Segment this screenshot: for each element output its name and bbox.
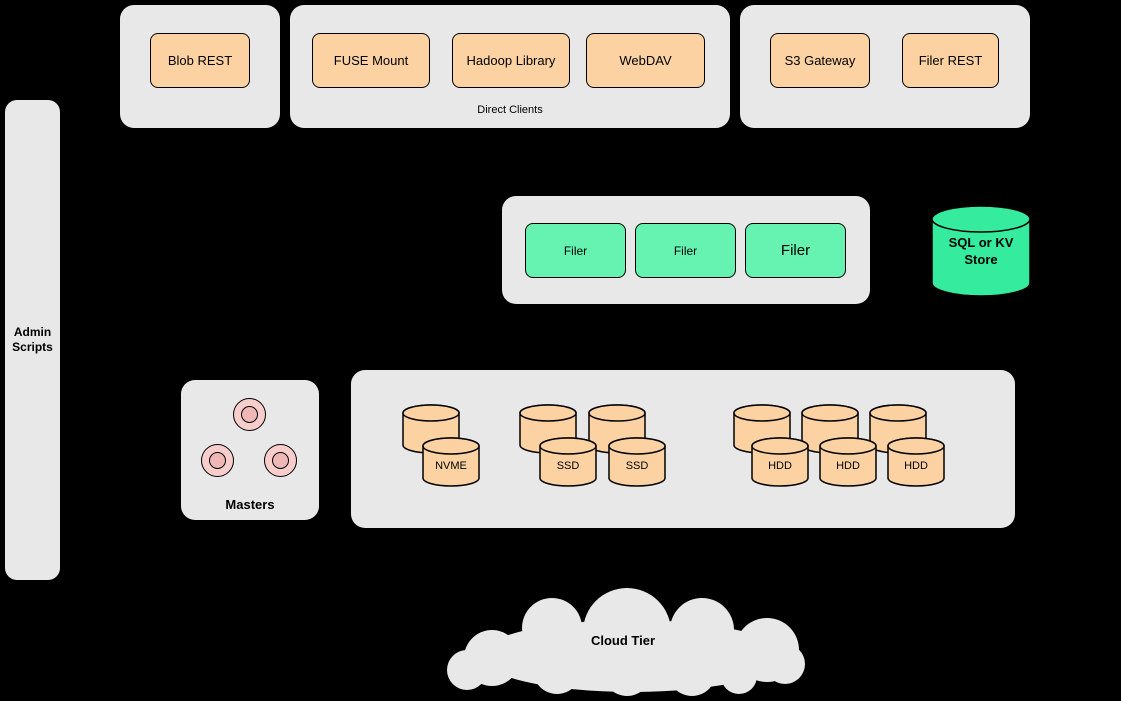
master-node-icon bbox=[264, 444, 297, 477]
direct-clients-panel: FUSE Mount Hadoop Library WebDAV Direct … bbox=[290, 5, 730, 128]
hadoop-library-node: Hadoop Library bbox=[452, 33, 570, 88]
fuse-mount-node: FUSE Mount bbox=[312, 33, 430, 88]
hdd-disk-icon: HDD bbox=[887, 437, 945, 487]
webdav-label: WebDAV bbox=[619, 53, 672, 68]
cloud-tier-shape: Cloud Tier bbox=[437, 588, 809, 696]
fuse-mount-label: FUSE Mount bbox=[333, 53, 409, 68]
ssd-disk-label: SSD bbox=[556, 460, 580, 472]
filer-node: Filer bbox=[525, 223, 626, 278]
filer-node: Filer bbox=[745, 223, 846, 278]
cloud-icon bbox=[447, 588, 805, 696]
hdd-disk-label: HDD bbox=[904, 460, 928, 472]
sql-kv-store-label: SQL or KV Store bbox=[948, 235, 1014, 267]
filer-label: Filer bbox=[673, 243, 698, 258]
filer-rest-node: Filer REST bbox=[902, 33, 999, 88]
hdd-disk-label: HDD bbox=[768, 460, 792, 472]
master-node-core bbox=[241, 406, 258, 423]
master-node-core bbox=[209, 452, 226, 469]
filer-label: Filer bbox=[563, 243, 588, 258]
cloud-tier-label: Cloud Tier bbox=[590, 633, 656, 648]
master-node-core bbox=[272, 452, 289, 469]
hadoop-library-label: Hadoop Library bbox=[466, 53, 556, 68]
master-node-icon bbox=[201, 444, 234, 477]
masters-panel: Masters bbox=[181, 380, 319, 520]
s3-gateway-node: S3 Gateway bbox=[770, 33, 870, 88]
volume-servers-panel: NVME SSD SSD HDD HDD HDD bbox=[351, 370, 1015, 528]
hdd-disk-icon: HDD bbox=[751, 437, 809, 487]
webdav-node: WebDAV bbox=[586, 33, 705, 88]
blob-rest-label: Blob REST bbox=[167, 53, 233, 68]
database-cylinder-icon bbox=[931, 205, 1031, 297]
nvme-disk-icon: NVME bbox=[422, 437, 480, 487]
filer-label: Filer bbox=[780, 242, 811, 259]
gateway-panel: S3 Gateway Filer REST bbox=[740, 5, 1030, 128]
ssd-disk-label: SSD bbox=[625, 460, 649, 472]
direct-clients-caption: Direct Clients bbox=[477, 104, 543, 116]
ssd-disk-icon: SSD bbox=[539, 437, 597, 487]
s3-gateway-label: S3 Gateway bbox=[784, 53, 856, 68]
nvme-disk-label: NVME bbox=[435, 460, 467, 472]
master-node-icon bbox=[233, 398, 266, 431]
blob-rest-node: Blob REST bbox=[150, 33, 250, 88]
masters-label: Masters bbox=[225, 497, 275, 512]
filer-node: Filer bbox=[635, 223, 736, 278]
admin-scripts-label: Admin Scripts bbox=[12, 325, 53, 354]
sql-kv-store-cylinder: SQL or KV Store bbox=[931, 205, 1031, 297]
filer-rest-label: Filer REST bbox=[918, 53, 983, 68]
filer-panel: Filer Filer Filer bbox=[502, 196, 870, 304]
ssd-disk-icon: SSD bbox=[608, 437, 666, 487]
hdd-disk-icon: HDD bbox=[819, 437, 877, 487]
blob-rest-panel: Blob REST bbox=[120, 5, 280, 128]
hdd-disk-label: HDD bbox=[836, 460, 860, 472]
admin-scripts-sidebar: Admin Scripts bbox=[5, 100, 60, 580]
